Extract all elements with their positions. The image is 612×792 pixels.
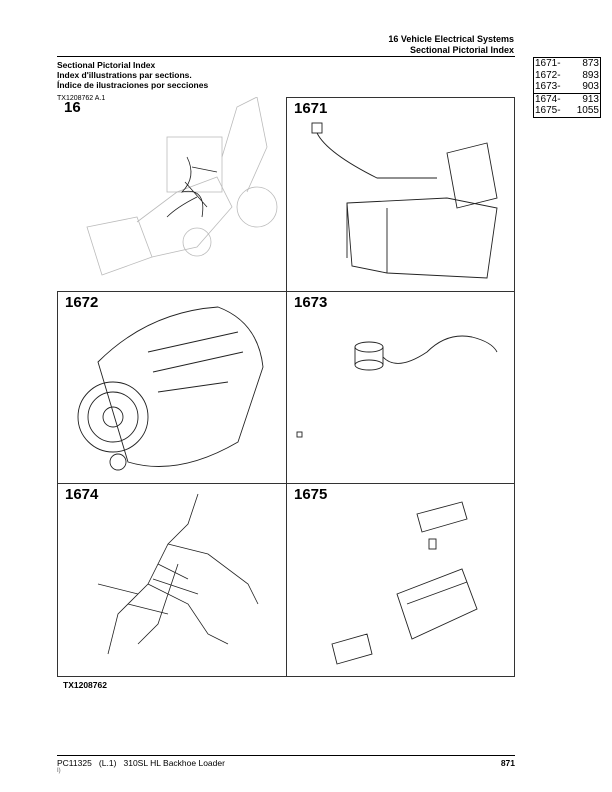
header-rule	[57, 56, 515, 57]
figure-id: TX1208762	[63, 680, 107, 690]
beacon-illustration	[296, 335, 498, 438]
index-id: 1672-	[535, 69, 561, 81]
index-id: 1675-	[535, 105, 561, 116]
title-en: Sectional Pictorial Index	[57, 60, 156, 70]
page-index-box: 1671- 873 1672- 893 1673- 903 1674- 913 1675…	[533, 57, 601, 118]
chapter-title: 16 Vehicle Electrical Systems	[388, 34, 514, 44]
section-title: Sectional Pictorial Index	[409, 45, 514, 55]
index-page: 1055	[576, 105, 599, 116]
cell-number: 1672	[65, 294, 99, 311]
index-id: 1674-	[535, 93, 561, 105]
index-page: 893	[582, 69, 599, 81]
doc-number: PC11325	[57, 758, 92, 768]
index-page: 873	[582, 58, 599, 69]
title-fr: Index d'illustrations par sections.	[57, 70, 192, 80]
cell-number: 1673	[294, 294, 328, 311]
cell-1671-batteries[interactable]: 1671	[286, 97, 515, 292]
alternator-illustration	[77, 306, 264, 471]
index-page: 903	[582, 81, 599, 92]
cell-1674-harness[interactable]: 1674	[57, 483, 287, 677]
figure-reference: TX1208762 A.1	[57, 95, 106, 102]
index-titles: Sectional Pictorial Index Index d'illust…	[57, 60, 208, 90]
cell-1673-beacon[interactable]: 1673	[286, 291, 515, 484]
cell-number: 1674	[65, 486, 99, 503]
index-link-1672[interactable]: 1672- 893	[534, 70, 600, 82]
backhoe-illustration	[86, 97, 278, 276]
cell-1675-controllers[interactable]: 1675	[286, 483, 515, 677]
battery-illustration	[311, 122, 498, 279]
cell-1672-alternator[interactable]: 1672	[57, 291, 287, 484]
index-link-1674[interactable]: 1674- 913	[534, 94, 600, 106]
index-link-1673[interactable]: 1673- 903	[534, 81, 600, 94]
title-es: Índice de ilustraciones por secciones	[57, 80, 209, 90]
index-id: 1673-	[535, 81, 561, 92]
page-number: 871	[500, 758, 515, 768]
cell-number: 1671	[294, 100, 328, 117]
revision: (L.1)	[98, 758, 117, 768]
index-id: 1671-	[535, 58, 561, 69]
model-name: 310SL HL Backhoe Loader	[123, 758, 225, 768]
cell-16-machine[interactable]: 16	[57, 97, 287, 291]
index-link-1675[interactable]: 1675- 1055	[534, 105, 600, 117]
cell-number: 16	[64, 99, 81, 116]
footer-doc: PC11325 (L.1) 310SL HL Backhoe Loader I)	[57, 758, 225, 774]
footer-mark: I)	[57, 768, 61, 774]
index-page: 913	[582, 93, 599, 105]
harness-illustration	[97, 493, 259, 655]
cell-number: 1675	[294, 486, 328, 503]
footer-rule	[57, 755, 515, 756]
controller-illustration	[331, 501, 478, 665]
index-link-1671[interactable]: 1671- 873	[534, 58, 600, 70]
